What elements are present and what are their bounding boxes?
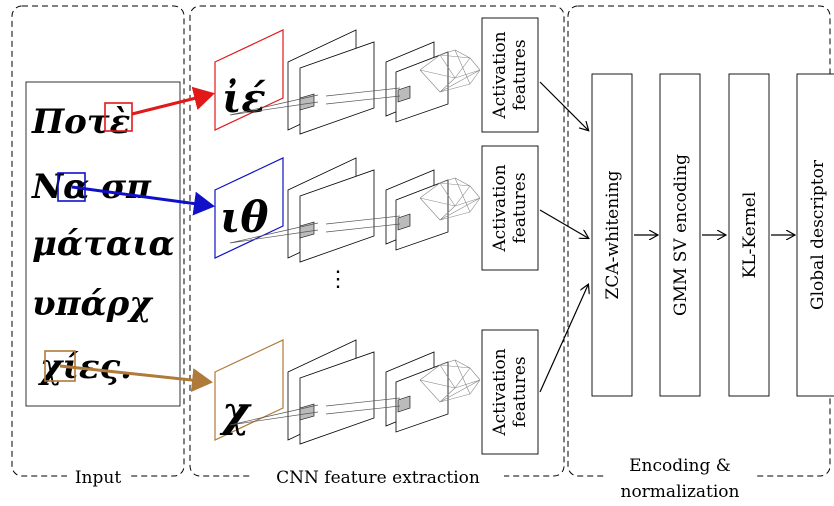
- input-section-label: Input: [75, 468, 121, 488]
- input-document: [25, 81, 181, 407]
- activation-label-1a: Activation: [490, 31, 510, 119]
- input-patch-blue: [214, 157, 284, 259]
- zca-whitening-label: ZCA-whitening: [603, 170, 623, 299]
- arrow-blue: [71, 185, 215, 216]
- activation-label-2b: features: [510, 172, 530, 243]
- patch-glyph-2: ιθ: [220, 193, 268, 242]
- patch-glyph-1: ἰέ: [222, 75, 266, 122]
- activation-label-3a: Activation: [490, 348, 510, 436]
- handwriting-line-4: υπάρχ: [32, 284, 154, 324]
- cnn-row-1: ἰέ Activation features: [214, 17, 539, 135]
- input-section-frame: [11, 5, 185, 477]
- gmm-sv-box: [659, 73, 701, 397]
- handwriting-line-1: Ποτὲ: [31, 102, 130, 142]
- arrow-red: [131, 86, 215, 116]
- cnn-section-label: CNN feature extraction: [276, 468, 480, 488]
- activation-box-3: [481, 329, 539, 455]
- activation-label-3b: features: [510, 356, 530, 427]
- gmm-sv-label: GMM SV encoding: [671, 154, 691, 316]
- global-descriptor-box: [796, 73, 834, 397]
- arrow-act1-zca: [539, 81, 588, 130]
- arrow-act3-zca: [539, 285, 588, 393]
- encoding-section-label-line1: Encoding &: [629, 456, 731, 476]
- arrow-brown: [59, 364, 213, 393]
- activation-box-2: [481, 145, 539, 271]
- activation-label-2a: Activation: [490, 164, 510, 252]
- input-patch-red: [214, 29, 284, 131]
- ellipsis: ⋮: [327, 267, 349, 292]
- handwriting-line-2: Να σπ: [31, 167, 152, 207]
- kl-kernel-label: KL-Kernel: [740, 192, 760, 279]
- arrow-act2-zca: [539, 209, 588, 238]
- zca-whitening-box: [591, 73, 633, 397]
- activation-label-1b: features: [510, 39, 530, 110]
- patch-selection-blue: [57, 172, 86, 202]
- input-patch-brown: [214, 339, 284, 441]
- cnn-row-3: χ Activation features: [214, 329, 539, 455]
- encoding-section-label-line2: normalization: [621, 482, 740, 502]
- patch-selection-brown: [44, 350, 76, 382]
- patch-glyph-3: χ: [219, 387, 252, 436]
- kl-kernel-box: [728, 73, 770, 397]
- global-descriptor-label: Global descriptor: [808, 159, 828, 310]
- handwriting-line-3: μάταια: [32, 224, 175, 264]
- cnn-row-2: ιθ Activation features: [214, 145, 539, 271]
- patch-selection-red: [104, 102, 133, 132]
- activation-box-1: [481, 17, 539, 133]
